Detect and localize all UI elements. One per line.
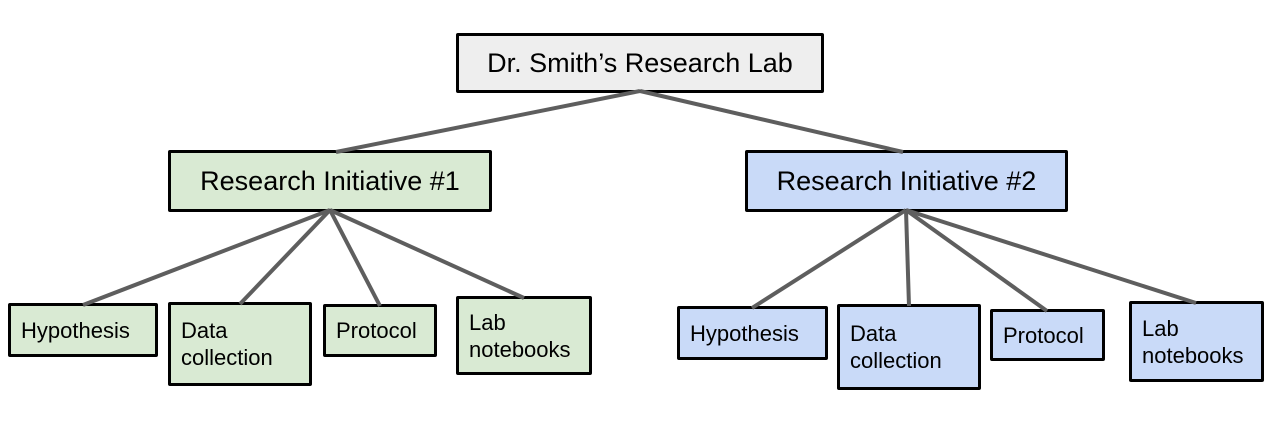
node-initiative-2-lab-notebooks: Lab notebooks (1129, 301, 1264, 382)
connector-initiative-1-lab-notebooks (329, 208, 525, 300)
connector-root-initiative-2 (639, 89, 904, 154)
node-initiative-1-data-collection: Data collection (168, 302, 312, 386)
connector-initiative-1-protocol (328, 209, 382, 307)
connector-root-initiative-1 (335, 89, 641, 154)
node-initiative-1-protocol: Protocol (323, 304, 437, 357)
node-initiative-1: Research Initiative #1 (168, 150, 492, 212)
node-initiative-2: Research Initiative #2 (745, 150, 1068, 212)
node-initiative-1-lab-notebooks: Lab notebooks (456, 296, 592, 375)
connector-initiative-2-lab-notebooks (905, 208, 1197, 305)
connector-initiative-1-hypothesis (82, 208, 331, 307)
node-initiative-2-hypothesis: Hypothesis (677, 306, 828, 360)
node-research-lab: Dr. Smith’s Research Lab (456, 33, 824, 93)
node-initiative-2-data-collection: Data collection (837, 304, 981, 390)
connector-initiative-2-hypothesis (750, 208, 908, 310)
connector-initiative-2-data-collection (904, 209, 911, 307)
node-initiative-2-protocol: Protocol (990, 309, 1105, 361)
connector-initiative-2-protocol (904, 208, 1049, 313)
node-initiative-1-hypothesis: Hypothesis (8, 303, 158, 357)
connector-initiative-1-data-collection (238, 208, 332, 306)
